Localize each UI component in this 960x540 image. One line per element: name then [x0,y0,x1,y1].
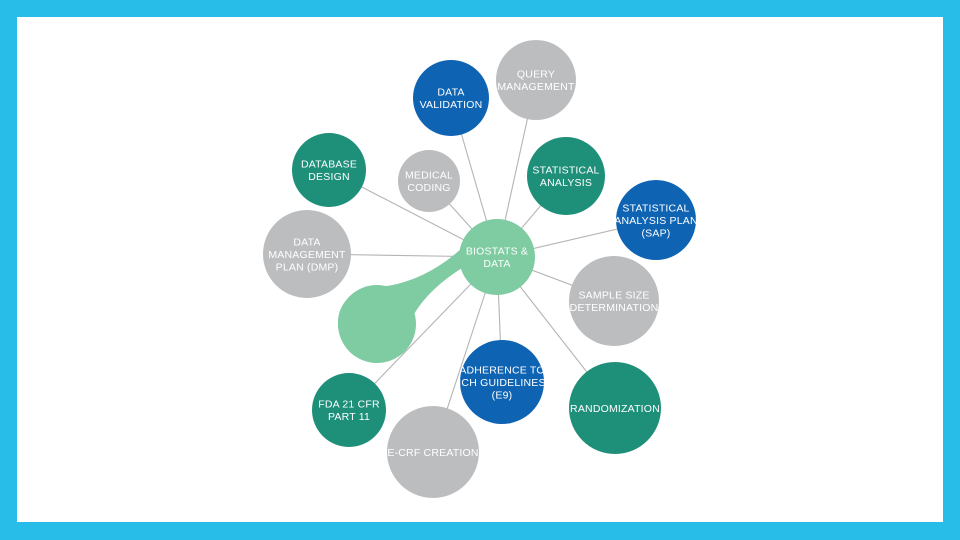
node-query-management [496,40,576,120]
center-blob-bulb [338,285,416,363]
node-fda-21-cfr-part-11 [312,373,386,447]
node-label-randomization: RANDOMIZATION [570,403,660,415]
center-node-circle [459,219,535,295]
node-data-validation [413,60,489,136]
node-statistical-analysis-plan-sap [616,180,696,260]
node-data-management-plan-dmp [263,210,351,298]
node-randomization [569,362,661,454]
node-e-crf-creation [387,406,479,498]
node-sample-size-determination [569,256,659,346]
center-node-label: BIOSTATS &DATA [466,246,528,270]
node-statistical-analysis [527,137,605,215]
node-medical-coding [398,150,460,212]
node-database-design [292,133,366,207]
node-adherence-to-ich-guidelines-e9 [460,340,544,424]
center-node [459,219,535,295]
node-label-e-crf-creation: E-CRF CREATION [387,447,478,459]
